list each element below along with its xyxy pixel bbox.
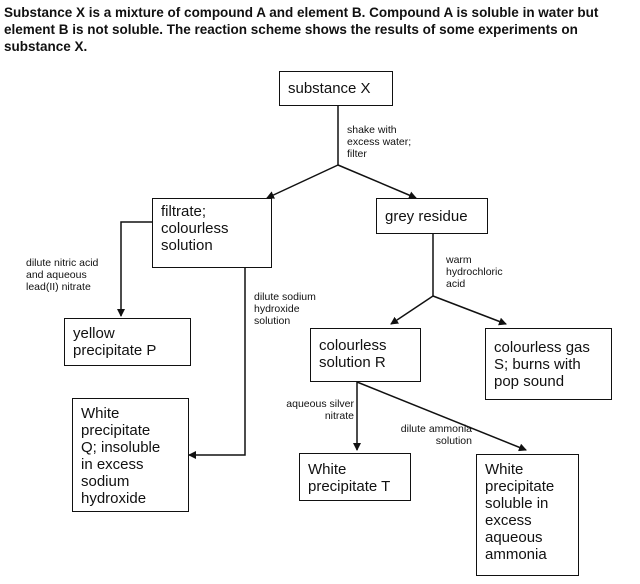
box-white-precipitate-q: White precipitate Q; insoluble in excess…: [72, 398, 189, 512]
box-grey-residue: grey residue: [376, 198, 488, 234]
arrow-to-white-q: [188, 268, 246, 459]
label-silver-nitrate: aqueous silver nitrate: [286, 398, 354, 422]
arrow-to-white-ammonia: [356, 381, 527, 452]
label-ammonia-solution: dilute ammonia solution: [400, 423, 472, 447]
label-nitric-lead-nitrate: dilute nitric acid and aqueous lead(II) …: [26, 257, 99, 293]
label-shake-filter: shake with excess water; filter: [347, 124, 412, 160]
box-substance-x: substance X: [279, 71, 393, 106]
arrow-to-filtrate: [266, 164, 339, 199]
box-yellow-precipitate: yellow precipitate P: [64, 318, 191, 366]
label-sodium-hydroxide: dilute sodium hydroxide solution: [254, 291, 316, 327]
label-hydrochloric-acid: warm hydrochloric acid: [446, 254, 503, 290]
box-white-precipitate-ammonia: White precipitate soluble in excess aque…: [476, 454, 579, 576]
intro-text: Substance X is a mixture of compound A a…: [4, 5, 599, 54]
arrow-to-residue: [337, 164, 417, 199]
arrow-to-r: [390, 295, 434, 325]
box-filtrate: filtrate; colourless solution: [152, 198, 272, 268]
arrow-to-gas: [432, 295, 507, 326]
arrow-to-yellow: [117, 221, 152, 317]
box-white-precipitate-t: White precipitate T: [299, 453, 411, 501]
box-colourless-solution-r: colourless solution R: [310, 328, 421, 382]
box-colourless-gas-s: colourless gas S; burns with pop sound: [485, 328, 612, 400]
